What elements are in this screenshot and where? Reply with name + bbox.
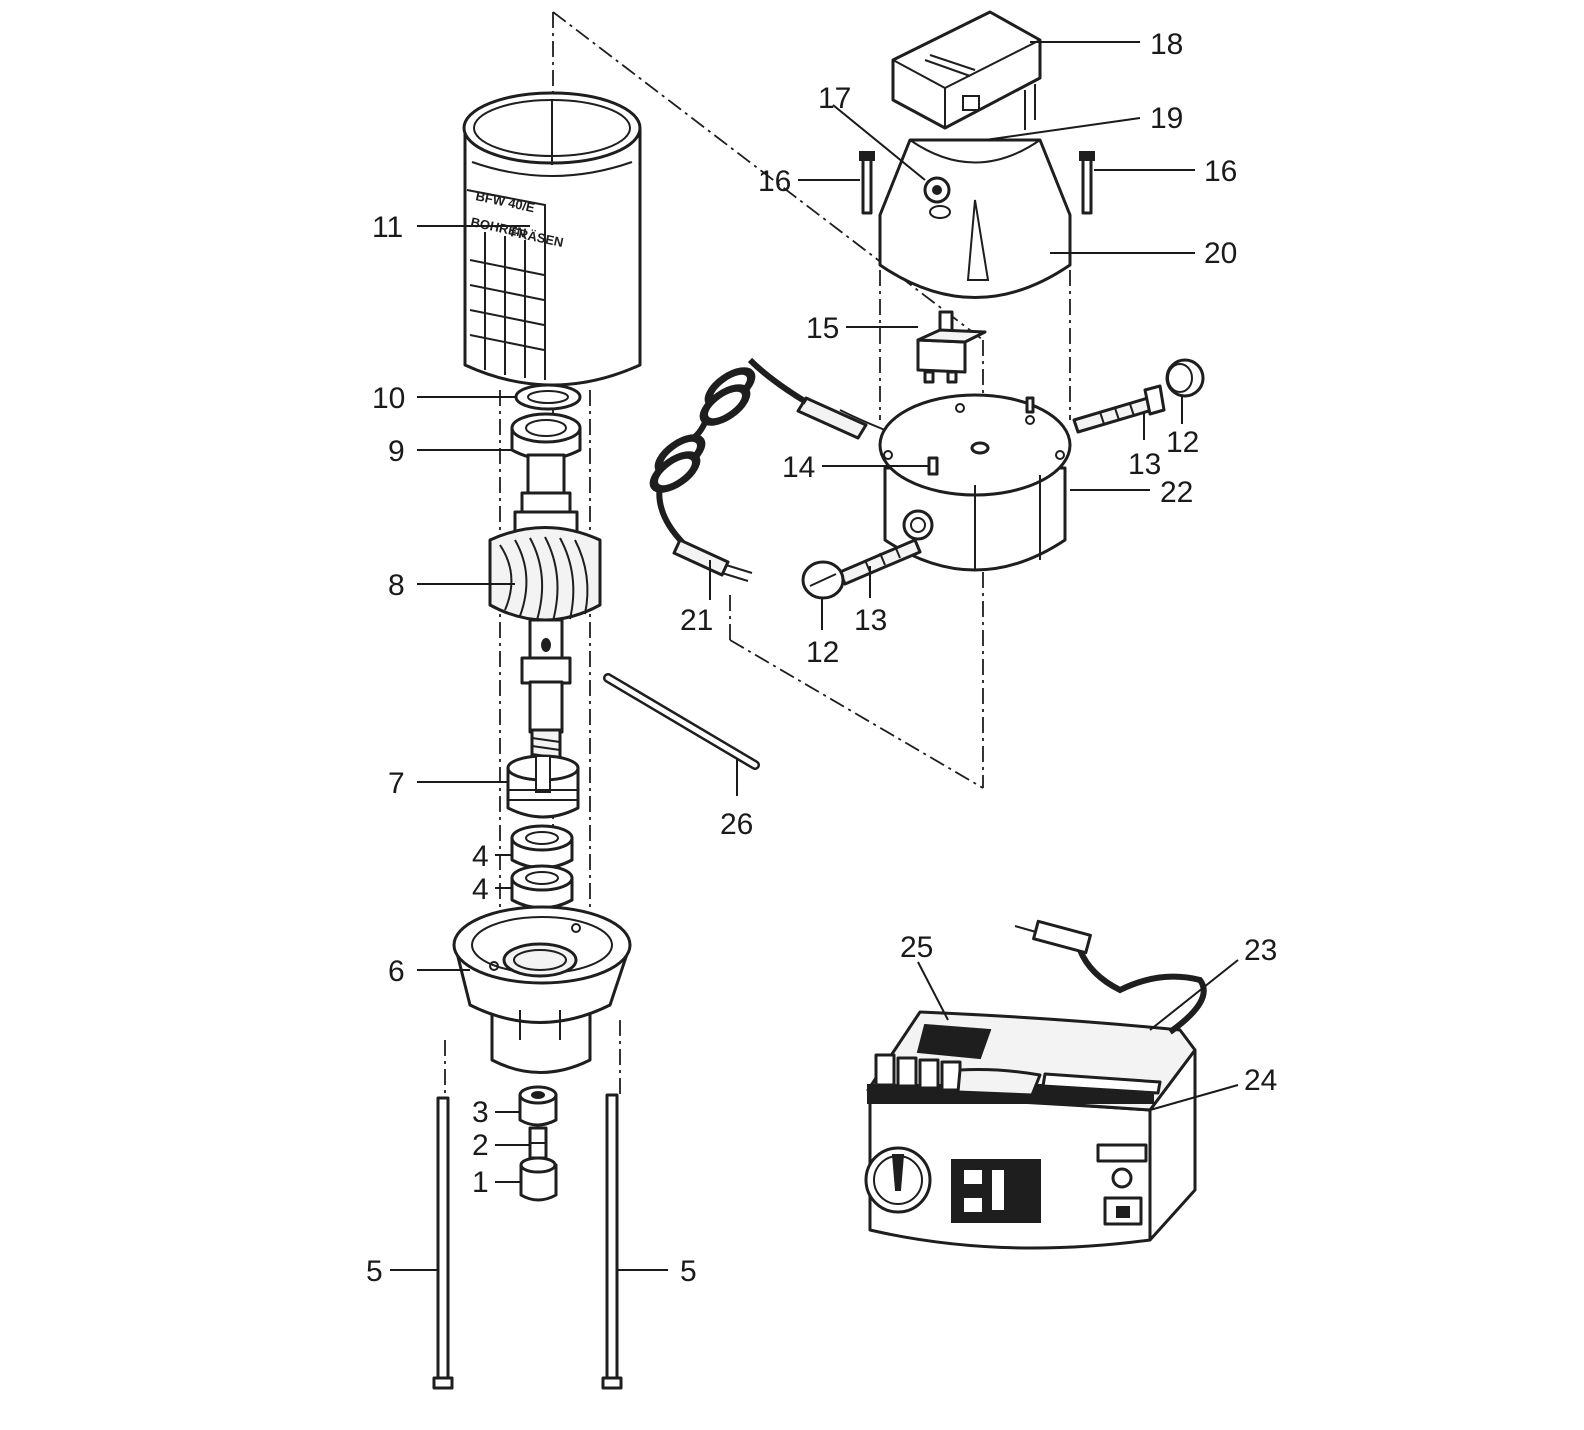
callout-part-1: 1 (472, 1166, 489, 1199)
front-panel (864, 1143, 1148, 1226)
callout-part-5-right: 5 (680, 1255, 697, 1288)
callout-part-12-left: 12 (806, 636, 839, 669)
cap-screw-left (859, 151, 875, 215)
callout-part-15: 15 (806, 312, 839, 345)
set-screw (927, 456, 939, 476)
callout-part-23: 23 (1244, 934, 1277, 967)
transformer-unit (864, 919, 1207, 1250)
callout-part-16-left: 16 (758, 165, 791, 198)
callout-part-12-right: 12 (1166, 426, 1199, 459)
brush-cap-left (801, 560, 845, 600)
callout-part-21: 21 (680, 604, 713, 637)
leader-lines (390, 41, 1239, 1271)
pin-rod (603, 673, 760, 770)
motor-housing-cylinder: BFW 40/E BOHREN FRÄSEN (462, 91, 642, 387)
base-flange (452, 905, 632, 1074)
callout-part-17: 17 (818, 82, 851, 115)
callout-part-20: 20 (1204, 237, 1237, 270)
brush-holder-left (838, 538, 922, 586)
callout-part-13-left: 13 (854, 604, 887, 637)
callout-part-4-lower: 4 (472, 873, 489, 906)
callout-part-6: 6 (388, 955, 405, 988)
callout-part-9: 9 (388, 435, 405, 468)
armature-rotor (488, 453, 602, 768)
callout-labels: 1 2 3 4 4 5 5 6 7 8 9 10 11 12 12 13 13 … (366, 28, 1277, 1288)
washer (514, 383, 582, 411)
callout-part-24: 24 (1244, 1064, 1277, 1097)
callout-part-19: 19 (1150, 102, 1183, 135)
callout-part-16-right: 16 (1204, 155, 1237, 188)
callout-part-14: 14 (782, 451, 815, 484)
switch-cover (891, 10, 1042, 130)
callout-part-10: 10 (372, 382, 405, 415)
callout-part-7: 7 (388, 767, 405, 800)
brush-cap-right (1165, 358, 1205, 398)
callout-part-26: 26 (720, 808, 753, 841)
callout-part-25: 25 (900, 931, 933, 964)
long-bolt-left (432, 1096, 454, 1390)
collet-nut (519, 1156, 558, 1202)
threaded-collar (506, 754, 580, 819)
long-bolt-right (601, 1093, 623, 1390)
brush-holder-right (1072, 384, 1166, 434)
terminal-posts (874, 1053, 962, 1092)
callout-part-2: 2 (472, 1129, 489, 1162)
callout-part-13-right: 13 (1128, 448, 1161, 481)
top-cap (878, 138, 1072, 299)
callout-part-22: 22 (1160, 476, 1193, 509)
ball-bearing-lower (510, 864, 574, 910)
callout-part-5-left: 5 (366, 1255, 383, 1288)
ball-bearing-upper (510, 824, 574, 870)
callout-part-11: 11 (372, 211, 403, 244)
cap-screw-right (1079, 151, 1095, 215)
push-switch (916, 310, 987, 384)
callout-part-8: 8 (388, 569, 405, 602)
upper-bearing (510, 412, 582, 461)
power-cord (649, 357, 886, 582)
callout-part-18: 18 (1150, 28, 1183, 61)
lock-nut (518, 1085, 558, 1127)
callout-part-4-upper: 4 (472, 840, 489, 873)
callout-part-3: 3 (472, 1096, 489, 1129)
collet-sleeve (528, 1126, 548, 1160)
